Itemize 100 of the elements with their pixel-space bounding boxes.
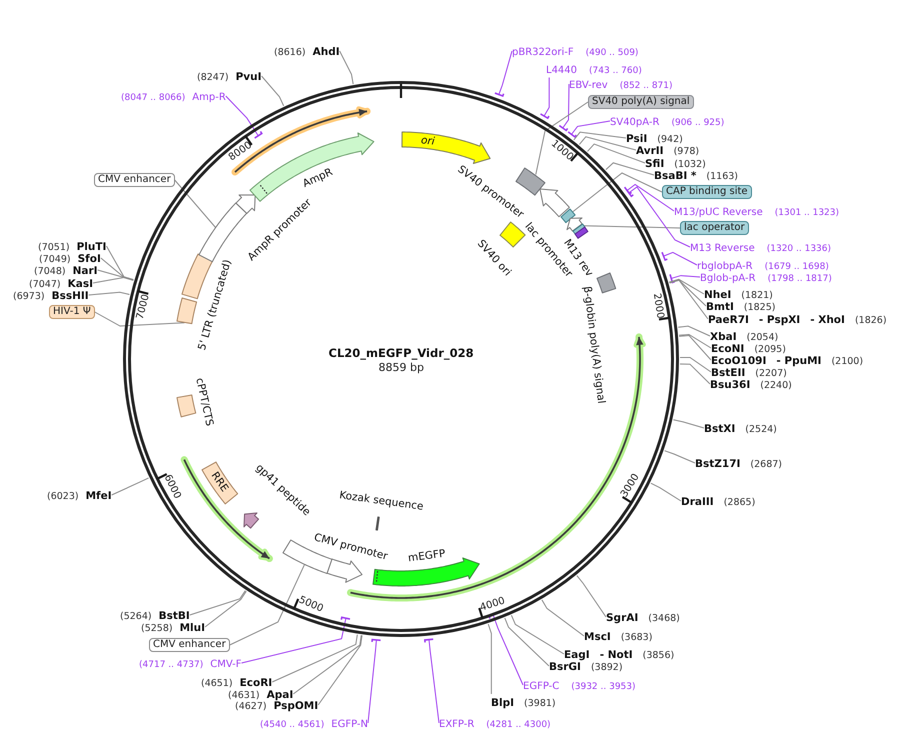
enzyme-name: SgrAI (606, 612, 638, 625)
cut-site-position: (3981) (524, 697, 556, 710)
enzyme-name: - PspXI (758, 314, 800, 327)
scale-label: 4000 (479, 596, 506, 614)
enzyme-name: BmtI (706, 301, 734, 314)
leader-line (578, 136, 636, 150)
cut-site-position: (3856) (642, 649, 674, 662)
enzyme-name: SfiI (645, 158, 664, 171)
primer-name: EBV-rev (569, 78, 608, 92)
leader-line (535, 102, 588, 175)
leader-line (97, 270, 134, 281)
leader-line (225, 96, 263, 139)
leader-line (261, 76, 284, 106)
enzyme-name: BstXI (704, 423, 736, 436)
primer-name: EGFP-N (331, 718, 368, 730)
feature-label: mEGFP (408, 548, 446, 564)
primer-name: L4440 (546, 64, 578, 76)
primer-binding-range: (743 .. 760) (589, 64, 642, 78)
feature-name-tag: lac operator (680, 221, 749, 235)
leader-line (572, 172, 662, 212)
cut-site-position: (1826) (854, 314, 887, 327)
leader-line (368, 638, 382, 724)
leader-line (292, 634, 362, 694)
primer-name: SV40pA-R (610, 116, 660, 128)
primer-binding-range: (1320 .. 1336) (766, 242, 832, 256)
leader-line (318, 634, 363, 706)
enzyme-name: PspOMI (274, 700, 318, 713)
cut-site-position: (8247) (197, 71, 229, 84)
primer-name: Amp-R (192, 90, 226, 104)
cut-site-position: (7049) (39, 253, 71, 266)
leader-line (668, 280, 706, 306)
cut-site-position: (6973) (13, 290, 45, 303)
enzyme-name: XbaI (710, 331, 737, 344)
cut-site-position: (5264) (120, 610, 152, 623)
leader-line (100, 258, 134, 280)
enzyme-name: MfeI (86, 490, 112, 503)
leader-line (661, 251, 698, 266)
leader-line (540, 77, 550, 119)
leader-line (339, 50, 354, 85)
leader-line (229, 564, 305, 646)
enzyme-name: NarI (72, 265, 98, 278)
leader-line (672, 419, 704, 428)
cut-site-position: (2207) (755, 367, 787, 380)
cut-site-position: (3468) (648, 612, 680, 625)
primer-binding-range: (490 .. 509) (586, 46, 638, 60)
leader-line (541, 599, 584, 636)
enzyme-name: Bsu36I (710, 379, 750, 392)
leader-line (174, 180, 216, 228)
leader-line (272, 634, 358, 682)
leader-line (650, 482, 682, 502)
cut-site-position: (4631) (228, 689, 260, 702)
cut-site-position: (2865) (724, 496, 756, 509)
enzyme-name: BstEII (711, 367, 746, 380)
leader-line (584, 225, 680, 228)
cut-site-position: (1032) (674, 158, 706, 171)
feature-label: cPPT/CTS (194, 376, 216, 428)
enzyme-name: BstBI (158, 610, 190, 623)
enzyme-name: BsrGI (549, 661, 581, 674)
enzyme-name: AhdI (312, 46, 340, 59)
feature-name-tag: CMV enhancer (149, 638, 230, 652)
primer-name: pBR322ori-F (512, 46, 574, 58)
primer-binding-range: (3932 .. 3953) (571, 680, 636, 694)
enzyme-name: DraIII (681, 496, 714, 509)
cut-site-position: (7051) (38, 241, 70, 254)
scale-label: 5000 (296, 596, 324, 615)
primer-name: rbglobpA-R (697, 260, 753, 272)
cut-site-position: (3683) (620, 631, 652, 644)
leader-line (494, 50, 512, 97)
leader-line (605, 162, 654, 176)
cut-site-position: (942) (657, 133, 683, 146)
enzyme-name: EcoO109I (711, 355, 766, 368)
enzyme-name: - PpuMI (776, 355, 822, 368)
feature-label: CMV promoter (312, 531, 389, 563)
primer-name: CMV-F (210, 658, 242, 670)
leader-line (94, 312, 185, 326)
enzyme-name: MscI (584, 631, 611, 644)
enzyme-name: PvuI (236, 71, 262, 84)
feature-label: β-globin poly(A) signal (580, 286, 608, 404)
leader-line (106, 246, 134, 280)
feature-label: ori (420, 134, 436, 148)
leader-line (567, 120, 610, 138)
primer-binding-range: (1679 .. 1698) (764, 260, 829, 274)
primer-binding-range: (4281 .. 4300) (486, 718, 551, 732)
enzyme-name: EagI (564, 649, 590, 662)
cut-site-position: (4651) (201, 677, 233, 690)
feature-name-tag: HIV-1 Ψ (49, 305, 95, 319)
cut-site-position: (2524) (745, 423, 777, 436)
cut-site-position: (1163) (706, 170, 738, 183)
cut-site-position: (1821) (741, 289, 773, 302)
enzyme-name: PaeR7I (708, 314, 749, 327)
primer-binding-range: (1798 .. 1817) (768, 272, 832, 286)
enzyme-name: ApaI (266, 689, 294, 701)
cut-site-position: (2240) (760, 379, 792, 392)
feature-name-tag: SV40 poly(A) signal (588, 95, 694, 109)
leader-line (624, 184, 674, 212)
leader-line (88, 292, 130, 296)
feature-name-tag: CMV enhancer (94, 173, 175, 187)
enzyme-name: KasI (68, 278, 93, 291)
leader-line (504, 617, 550, 666)
cut-site-position: (5258) (141, 622, 173, 635)
